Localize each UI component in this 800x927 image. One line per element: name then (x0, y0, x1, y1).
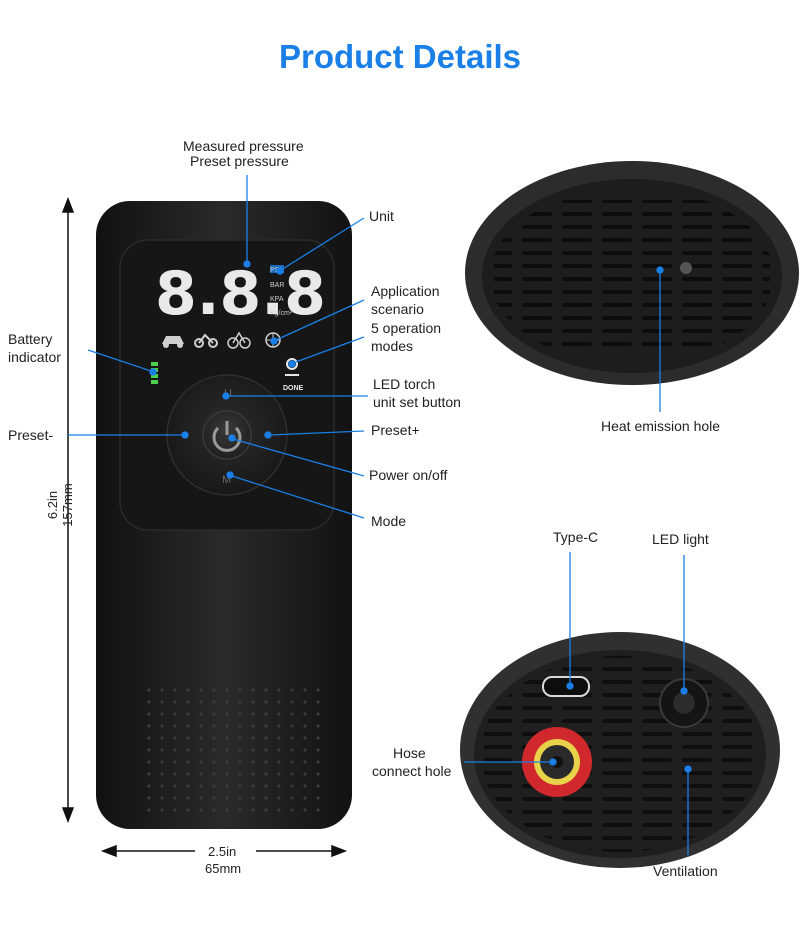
unit-kpa: KPA (270, 296, 284, 303)
label-type-c: Type-C (553, 529, 599, 545)
leader-lines (68, 175, 692, 855)
label-preset-minus: Preset- (8, 427, 54, 443)
label-led-torch-1: LED torch (373, 376, 436, 392)
bicycle-icon (227, 331, 251, 349)
label-hose-connect-1: Hose (393, 745, 426, 761)
lcd-digits: 8.8.8 (155, 259, 326, 329)
label-led-torch-2: unit set button (373, 394, 461, 410)
height-mm: 157mm (60, 483, 75, 527)
label-battery-indicator-1: Battery (8, 331, 53, 347)
done-icon (285, 358, 299, 376)
label-preset-plus: Preset+ (371, 422, 420, 438)
width-mm: 65mm (205, 861, 242, 876)
label-measured-pressure: Measured pressure (183, 138, 304, 154)
height-inches: 6.2in (45, 490, 60, 520)
label-unit: Unit (369, 208, 394, 224)
unit-kgcm: Kg/cm² (270, 310, 293, 317)
label-ventilation: Ventilation (653, 863, 718, 879)
unit-psi: PSI (270, 267, 281, 274)
label-operation-modes-1: 5 operation (371, 320, 442, 336)
height-dimension-text: 6.2in 157mm (45, 455, 75, 555)
label-preset-pressure: Preset pressure (190, 153, 289, 169)
label-mode: Mode (371, 513, 407, 529)
width-dimension-arrow (100, 844, 348, 858)
motorcycle-icon (194, 333, 218, 348)
label-application-scenario-1: Application (371, 283, 440, 299)
device-top-view (465, 161, 799, 385)
usb-c-port (542, 676, 590, 697)
device-bottom-view (460, 632, 780, 868)
label-power: Power on/off (369, 467, 448, 483)
width-inches: 2.5in (208, 844, 237, 859)
power-icon (212, 426, 242, 452)
done-text: DONE (283, 385, 304, 392)
label-heat-emission-hole: Heat emission hole (601, 418, 721, 434)
label-battery-indicator-2: indicator (8, 349, 61, 365)
label-led-light: LED light (652, 531, 709, 547)
height-dimension-arrow (61, 196, 75, 824)
unit-bar: BAR (270, 282, 284, 289)
label-application-scenario-2: scenario (371, 301, 424, 317)
label-hose-connect-2: connect hole (372, 763, 452, 779)
page-title: Product Details (278, 38, 522, 75)
button-m-label[interactable]: M (222, 474, 231, 486)
label-operation-modes-2: modes (371, 338, 414, 354)
car-icon (162, 336, 184, 348)
